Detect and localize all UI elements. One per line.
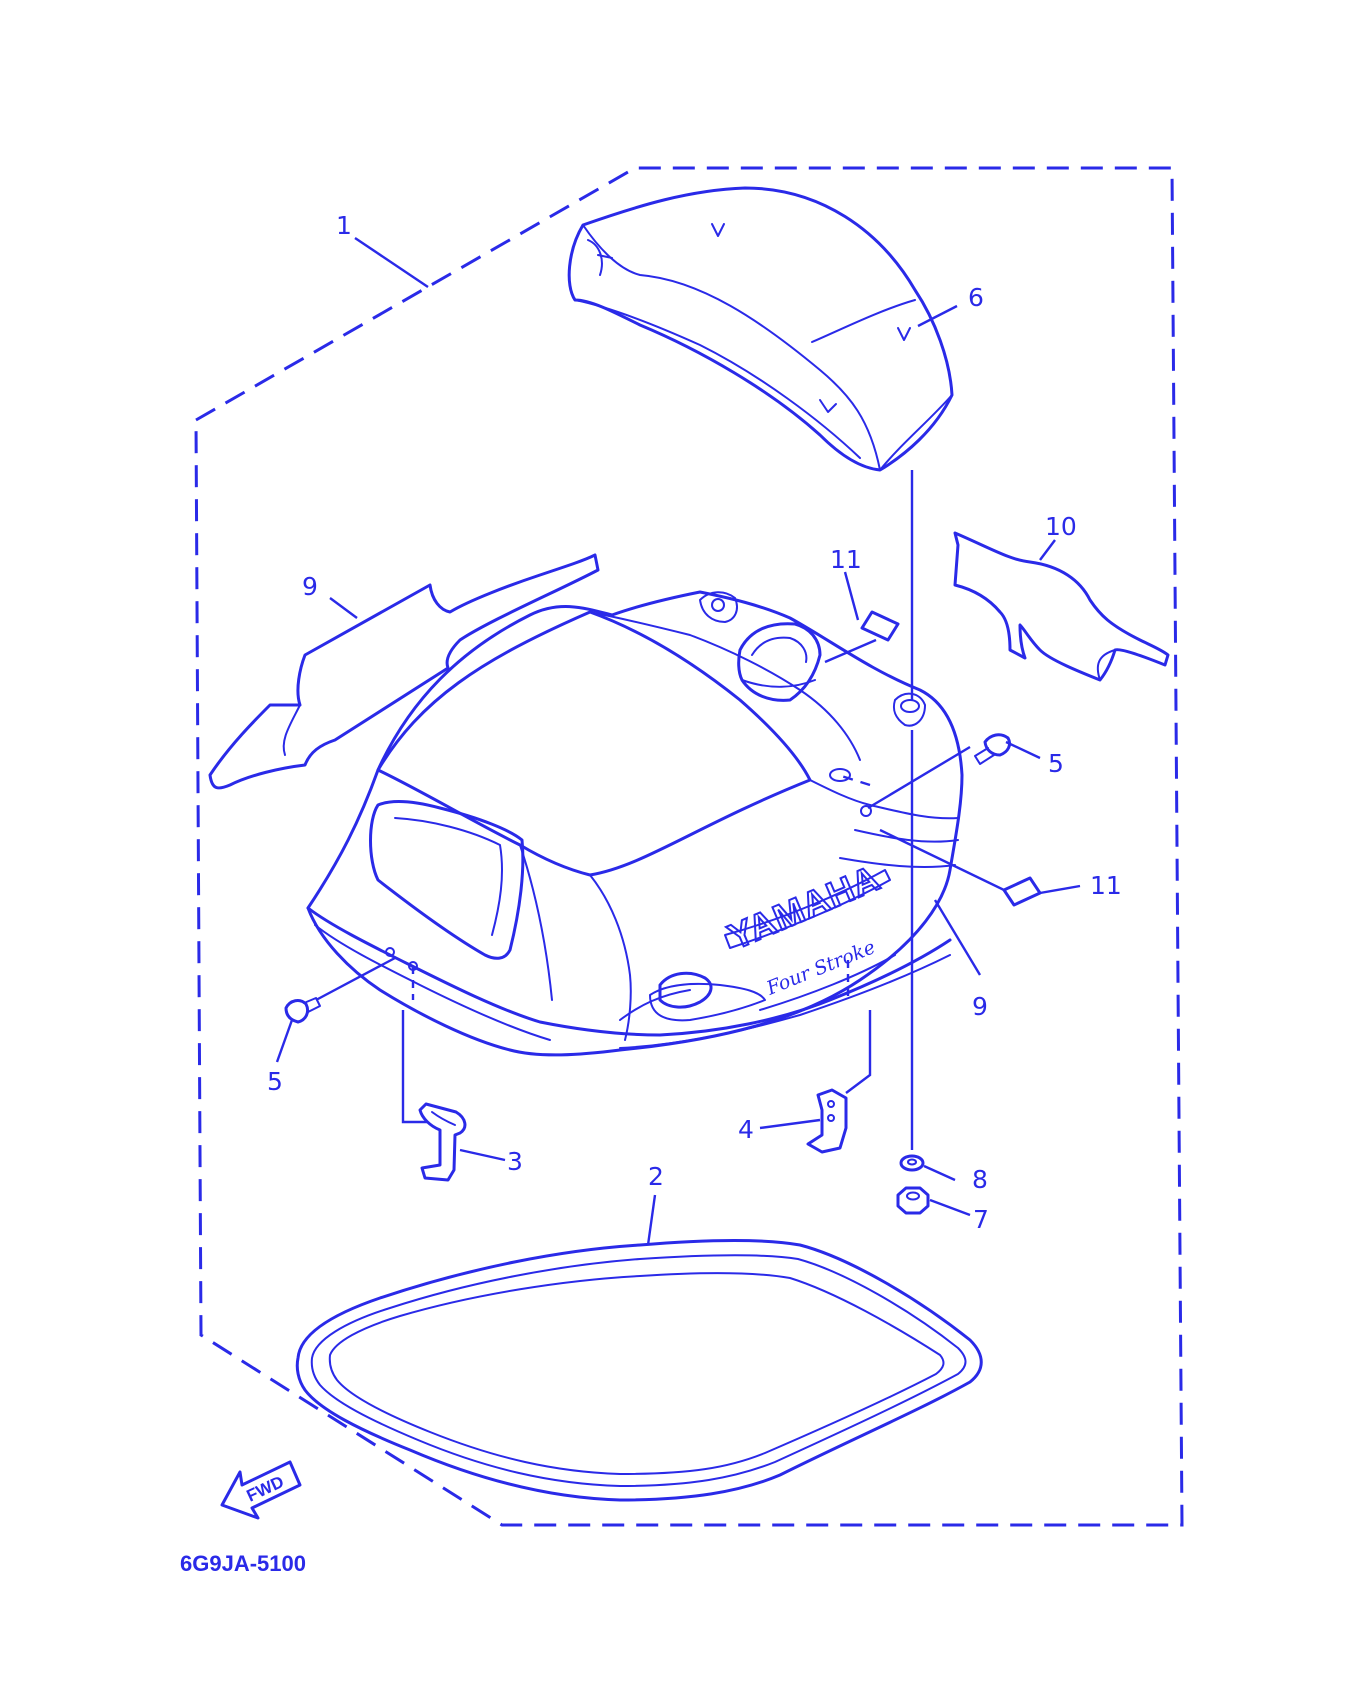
callout-11-right: 11: [1090, 871, 1122, 900]
callout-5-left: 5: [267, 1067, 283, 1096]
assembly-boundary: [194, 166, 1184, 1527]
callout-6: 6: [968, 283, 984, 312]
diagram-code: 6G9JA-5100: [180, 1551, 306, 1576]
callout-9-right: 9: [972, 992, 988, 1021]
callout-11-top: 11: [830, 545, 862, 574]
callout-2: 2: [648, 1162, 664, 1191]
part-9-decal-left: [208, 553, 600, 790]
part-2-seal: [295, 1238, 983, 1502]
part-1-main-cowling: YAMAHA Four Stroke: [306, 590, 964, 1057]
callout-1: 1: [336, 211, 352, 240]
part-10-decal: [953, 531, 1170, 682]
callout-5-right: 5: [1048, 749, 1064, 778]
part-4-bracket: [806, 1088, 848, 1154]
part-11-plate-top: [860, 610, 900, 642]
forward-direction-arrow: FWD: [220, 1460, 302, 1520]
part-5-screw-left: [284, 997, 321, 1024]
part-11-plate-right: [1002, 876, 1042, 907]
part-3-bracket: [418, 1102, 467, 1182]
part-8-washer: [899, 1154, 925, 1172]
callout-4: 4: [738, 1115, 754, 1144]
leader-lines: [275, 237, 1081, 1246]
callout-8: 8: [972, 1165, 988, 1194]
callout-3: 3: [507, 1147, 523, 1176]
part-7-nut: [896, 1186, 930, 1215]
callout-7: 7: [973, 1205, 989, 1234]
callout-10: 10: [1045, 512, 1077, 541]
callout-9-left: 9: [302, 572, 318, 601]
part-6-top-cover: [567, 186, 954, 472]
part-5-screw-right: [974, 733, 1012, 765]
